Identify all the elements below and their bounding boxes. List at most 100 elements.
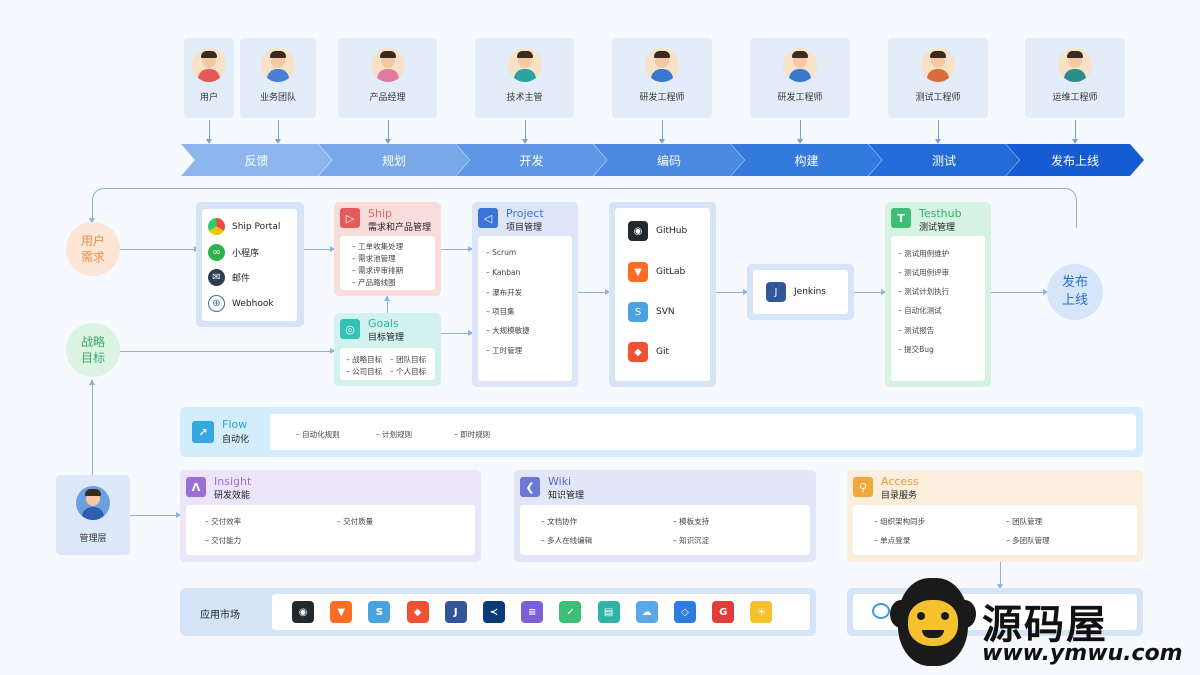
ship-icon: ▷ — [340, 208, 360, 228]
svn-icon[interactable]: S — [368, 601, 391, 623]
manager-to-goal — [92, 383, 93, 475]
access-down-arrow — [997, 584, 1003, 589]
role-arrow — [797, 120, 803, 144]
project-title: Project — [506, 207, 544, 220]
ship-item: – 需求评审排期 — [352, 266, 404, 275]
role-card: 产品经理 — [338, 38, 437, 118]
github-icon: ◉ — [628, 221, 648, 241]
user-demand-circle: 用户需求 — [66, 222, 120, 276]
channel-miniprogram[interactable]: ∞小程序 — [208, 244, 259, 261]
channel-ship-portal[interactable]: Ship Portal — [208, 218, 280, 235]
role-card: 用户 — [184, 38, 234, 118]
channel-webhook[interactable]: ⊕ Webhook — [208, 295, 274, 312]
git-icon: ◆ — [628, 342, 648, 362]
avatar — [1058, 48, 1092, 82]
git-icon[interactable]: ◆ — [406, 601, 429, 623]
ship-item: – 工单收集处理 — [352, 242, 404, 251]
access-item: – 多团队管理 — [1006, 536, 1050, 545]
channel-label: Webhook — [232, 298, 274, 309]
watermark-name: 源码屋 — [982, 602, 1108, 648]
ship-title: Ship — [368, 207, 392, 220]
goals-icon: ◎ — [340, 319, 360, 339]
goal-connector — [120, 348, 335, 354]
jenkins-icon[interactable]: J — [444, 601, 467, 623]
access-subtitle: 目录服务 — [881, 491, 918, 501]
channel-mail[interactable]: ✉邮件 — [208, 269, 250, 286]
wiki-item: – 文档协作 — [541, 517, 578, 526]
wiki-card — [520, 505, 810, 555]
avatar-body — [1064, 69, 1086, 82]
manager-label: 管理层 — [79, 534, 107, 544]
g-icon[interactable]: G — [712, 601, 735, 623]
check-icon[interactable]: ✓ — [559, 601, 582, 623]
insight-title: Insight — [214, 475, 252, 488]
goals-item: – 团队目标 — [390, 355, 427, 364]
flow-item: – 计划规则 — [376, 430, 413, 439]
project-item: – 项目集 — [486, 307, 515, 316]
insight-item: – 交付质量 — [337, 517, 374, 526]
wiki-item: – 知识沉淀 — [673, 536, 710, 545]
manager-to-goal-arrow — [89, 379, 95, 385]
wiki-icon: ❮ — [520, 477, 540, 497]
demand-line1: 用户 — [80, 234, 105, 248]
release-line1: 发布 — [1061, 275, 1088, 290]
strategy-goal-circle: 战略目标 — [66, 323, 120, 377]
repo-label: SVN — [656, 307, 675, 317]
feedback-loop — [92, 188, 1077, 228]
project-item: – Scrum — [486, 248, 517, 257]
jira-icon[interactable]: ◇ — [674, 601, 696, 623]
role-arrow — [206, 120, 212, 144]
vscode-icon[interactable]: ≺ — [483, 601, 505, 623]
goal-line1: 战略 — [80, 335, 105, 349]
testhub-item: – 提交Bug — [898, 345, 934, 354]
repo-label: Git — [656, 347, 670, 357]
stage-5: 测试 — [869, 144, 1020, 176]
github-icon[interactable]: ◉ — [292, 601, 314, 623]
bulb-icon[interactable]: ☀ — [750, 601, 773, 623]
flow-item: – 自动化规则 — [296, 430, 340, 439]
stage-label: 反馈 — [244, 153, 269, 168]
gitlab-icon[interactable]: ▼ — [330, 601, 353, 623]
access-item: – 单点登录 — [874, 536, 911, 545]
role-card: 运维工程师 — [1025, 38, 1125, 118]
chrome-icon — [208, 218, 225, 235]
role-arrow — [659, 120, 665, 144]
repo-github[interactable]: ◉GitHub — [628, 221, 687, 241]
role-label: 研发工程师 — [639, 93, 685, 103]
market-label: 应用市场 — [200, 610, 240, 621]
repos-to-jenkins — [716, 289, 748, 295]
doc-icon[interactable]: ▤ — [597, 601, 620, 623]
testhub-item: – 自动化测试 — [898, 306, 942, 315]
project-icon: ◁ — [478, 208, 498, 228]
watermark-logo-icon — [890, 578, 976, 668]
flow-item: – 即时规则 — [454, 430, 491, 439]
role-label: 研发工程师 — [777, 93, 823, 103]
wiki-item: – 多人在线编辑 — [541, 536, 593, 545]
wiki-subtitle: 知识管理 — [548, 491, 585, 501]
goals-to-ship — [387, 296, 388, 313]
repo-git[interactable]: ◆ Git — [628, 342, 669, 362]
stage-3: 编码 — [594, 144, 745, 176]
goals-item: – 个人目标 — [390, 367, 427, 376]
access-card — [853, 505, 1137, 555]
avatar-body — [267, 69, 289, 82]
demand-line2: 需求 — [80, 250, 105, 264]
cloud-icon[interactable]: ☁ — [635, 601, 658, 623]
role-arrow — [275, 120, 281, 144]
role-arrow — [521, 120, 528, 144]
role-arrow — [935, 120, 941, 144]
role-arrow — [1072, 120, 1078, 144]
demand-connector — [120, 246, 199, 252]
role-label: 产品经理 — [369, 93, 406, 103]
repo-gitlab[interactable]: ▼GitLab — [628, 262, 685, 282]
testhub-item: – 测试报告 — [898, 326, 935, 335]
role-card: 技术主管 — [475, 38, 574, 118]
stage-1: 规划 — [319, 144, 470, 176]
goals-title: Goals — [368, 317, 399, 330]
webhook-icon: ⊕ — [208, 295, 225, 312]
stage-label: 开发 — [519, 153, 544, 168]
avatar — [645, 48, 679, 82]
note-icon[interactable]: ≡ — [521, 601, 544, 623]
